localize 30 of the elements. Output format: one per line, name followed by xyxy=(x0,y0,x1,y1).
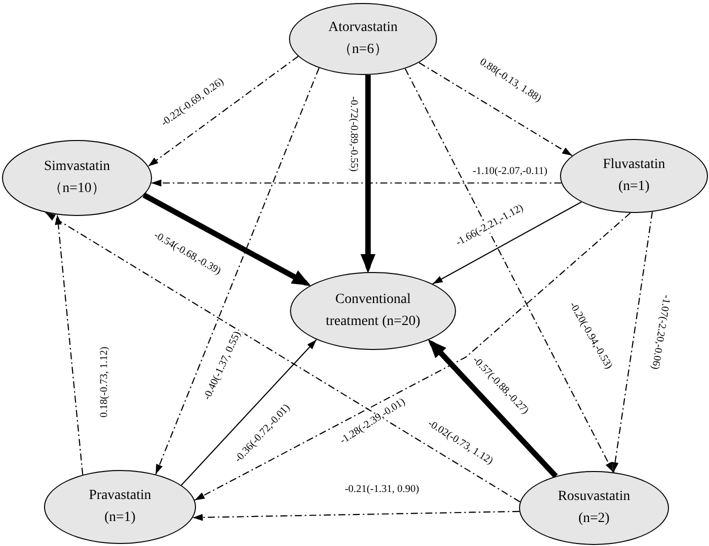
node-label: Simvastatin xyxy=(44,158,110,176)
node-label: Atorvastatin xyxy=(328,19,398,37)
dash-dot-arrow xyxy=(418,62,572,156)
dash-dot-arrow xyxy=(151,180,562,186)
dash-dot-arrow xyxy=(45,212,520,502)
node-label: Fluvastatin xyxy=(602,156,666,174)
thick-arrow xyxy=(142,192,312,288)
thick-arrow xyxy=(360,74,376,272)
node-label: （n=10） xyxy=(48,180,106,198)
node-label: （n=6） xyxy=(338,41,388,59)
arrow xyxy=(180,339,317,486)
dash-dot-arrow xyxy=(54,214,84,475)
thick-arrow xyxy=(426,338,558,478)
node-label: (n=1) xyxy=(618,178,650,196)
edge-label: -0.21(-1.31, 0.90) xyxy=(342,484,422,496)
arrow xyxy=(432,202,582,284)
edge-label: -1.10(-2.07,-0.11) xyxy=(470,166,550,178)
dash-dot-arrow xyxy=(192,510,520,521)
node-label: Pravastatin xyxy=(88,487,152,505)
dash-dot-arrow xyxy=(155,68,320,474)
dash-dot-arrow xyxy=(148,56,299,167)
node-label: (n=1) xyxy=(104,509,136,527)
edge-label: 0.18(-0.73, 1.12) xyxy=(99,344,111,420)
node-label: Conventional treatment (n=20) xyxy=(324,291,422,331)
dash-dot-arrow xyxy=(404,68,614,472)
node-label: (n=2) xyxy=(578,510,610,528)
dash-dot-arrow xyxy=(612,212,653,472)
dash-dot-arrow xyxy=(194,212,631,501)
edge-label: -0.72(-0.89,-0.55) xyxy=(347,94,359,174)
node-label: Rosuvastatin xyxy=(558,488,630,506)
